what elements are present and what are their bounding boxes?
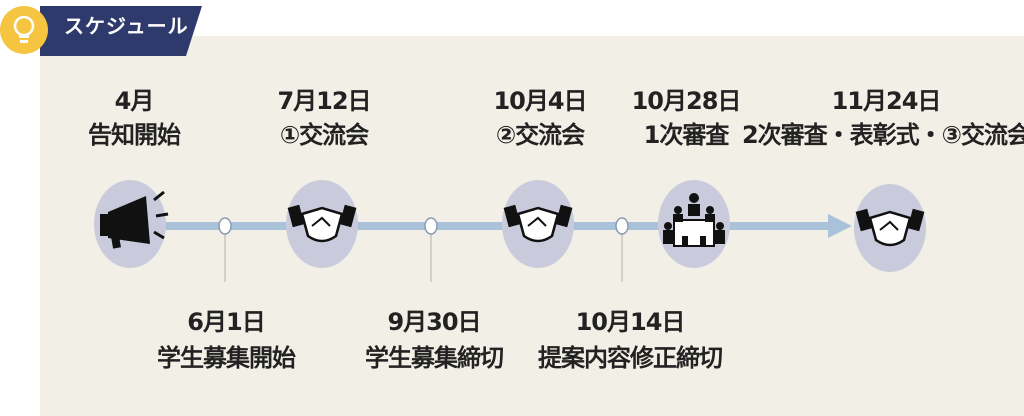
handshake-icon <box>503 204 573 243</box>
handshake-icon <box>287 204 357 243</box>
milestone-event: 提案内容修正締切 <box>538 344 723 372</box>
milestone-event: 学生募集締切 <box>365 344 504 372</box>
milestone-date: 10月4日 <box>493 87 587 115</box>
milestone-circle-announcement <box>94 180 169 268</box>
header-banner <box>0 6 202 56</box>
milestone-label-exchange-1: 7月12日 ①交流会 <box>277 84 371 152</box>
meeting-icon <box>663 193 725 247</box>
milestone-label-recruit-end: 9月30日 学生募集締切 <box>365 304 504 376</box>
milestone-date: 7月12日 <box>277 87 371 115</box>
milestone-event: 学生募集開始 <box>157 344 296 372</box>
lightbulb-icon <box>0 6 48 54</box>
milestone-date: 10月28日 <box>631 87 742 115</box>
tick-october <box>615 217 629 282</box>
megaphone-icon <box>100 190 169 249</box>
milestone-circle-exchange-1 <box>286 180 358 268</box>
header-title: スケジュール <box>64 14 189 38</box>
milestone-date: 6月1日 <box>187 308 265 336</box>
milestone-date: 11月24日 <box>831 87 942 115</box>
tick-september <box>424 217 438 282</box>
milestone-label-revision-deadline: 10月14日 提案内容修正締切 <box>538 304 723 376</box>
milestone-circle-final <box>854 184 926 272</box>
milestone-event: 2次審査・表彰式・③交流会 <box>741 121 1024 149</box>
milestone-event: ①交流会 <box>279 121 369 149</box>
milestone-label-first-review: 10月28日 1次審査 <box>631 84 742 152</box>
milestone-event: 1次審査 <box>643 121 730 149</box>
milestone-label-final: 11月24日 2次審査・表彰式・③交流会 <box>742 84 1024 152</box>
handshake-icon <box>855 208 925 247</box>
timeline-arrowhead <box>828 214 852 238</box>
milestone-circle-exchange-2 <box>502 180 574 268</box>
tick-june <box>218 217 232 282</box>
milestone-label-exchange-2: 10月4日 ②交流会 <box>493 84 587 152</box>
timeline-line <box>160 222 830 230</box>
milestone-date: 4月 <box>114 87 155 115</box>
milestone-label-recruit-start: 6月1日 学生募集開始 <box>157 304 296 376</box>
milestone-date: 10月14日 <box>575 308 686 336</box>
milestone-circle-first-review <box>658 180 730 268</box>
milestone-event: 告知開始 <box>88 121 181 149</box>
milestone-date: 9月30日 <box>387 308 481 336</box>
milestone-event: ②交流会 <box>495 121 585 149</box>
milestone-label-announcement: 4月 告知開始 <box>88 84 181 152</box>
